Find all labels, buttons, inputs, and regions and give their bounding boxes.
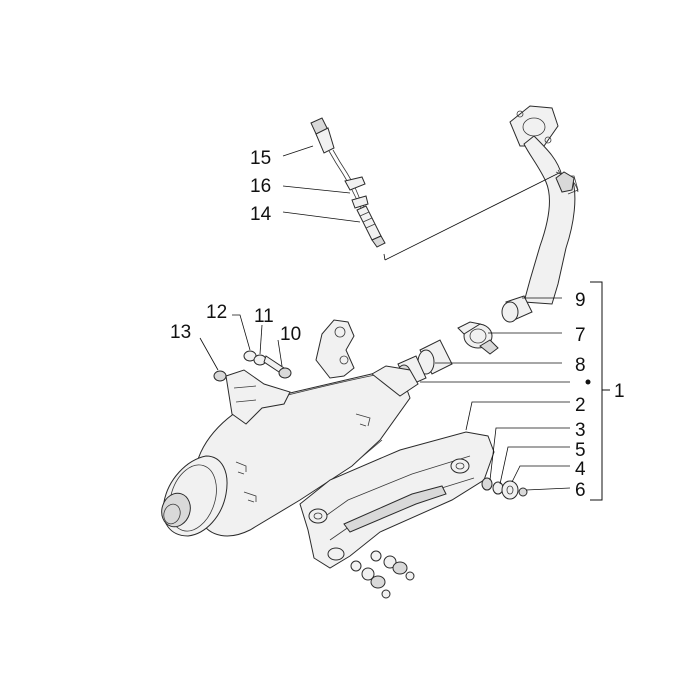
label-16: 16 <box>250 176 271 197</box>
manifold-pipe-body <box>523 135 576 305</box>
bullet-marker <box>585 379 591 385</box>
label-15: 15 <box>250 148 271 169</box>
label-10: 10 <box>280 324 301 345</box>
leader-lines <box>199 145 591 491</box>
bracket-fasteners <box>213 350 292 382</box>
label-2: 2 <box>575 395 586 416</box>
grommet-4 <box>501 480 519 500</box>
silencer-mount-bracket <box>315 319 355 379</box>
tailpipe-outlet <box>161 492 191 528</box>
silencer-assembly <box>161 319 419 537</box>
washer-5 <box>492 481 504 495</box>
sensor-boss <box>555 171 575 193</box>
pipe-gasket <box>417 339 453 375</box>
label-5: 5 <box>575 440 586 461</box>
spacer-3 <box>481 477 493 491</box>
label-9: 9 <box>575 290 586 311</box>
lower-fasteners <box>350 550 415 599</box>
label-7: 7 <box>575 325 586 346</box>
label-1: 1 <box>614 381 625 402</box>
label-11: 11 <box>254 306 274 327</box>
assembly-bracket <box>590 281 610 501</box>
heat-shield <box>299 431 495 569</box>
exhaust-manifold-pipe <box>501 105 579 323</box>
label-13: 13 <box>170 322 191 343</box>
heat-shield-slot <box>343 485 447 533</box>
silencer-rear-bracket <box>225 369 291 425</box>
sensor-cable-clip <box>344 176 366 191</box>
sensor-connector-body <box>315 127 335 154</box>
label-8: 8 <box>575 355 586 376</box>
label-4: 4 <box>575 459 586 480</box>
sensor-probe <box>356 205 382 241</box>
nut-13 <box>213 370 227 382</box>
screw-6 <box>518 487 528 497</box>
label-14: 14 <box>250 204 272 225</box>
oxygen-sensor <box>310 117 386 248</box>
pipe-clamp <box>457 321 499 355</box>
sensor-grommet <box>351 195 369 209</box>
shield-fasteners <box>481 477 528 500</box>
label-3: 3 <box>575 420 586 441</box>
sensor-probe-tip <box>371 235 386 248</box>
part-labels: 15 16 14 12 11 13 10 9 7 8 1 2 3 5 4 6 <box>170 148 625 501</box>
label-12: 12 <box>206 302 227 323</box>
heat-shield-plate <box>299 431 495 569</box>
label-6: 6 <box>575 480 586 501</box>
